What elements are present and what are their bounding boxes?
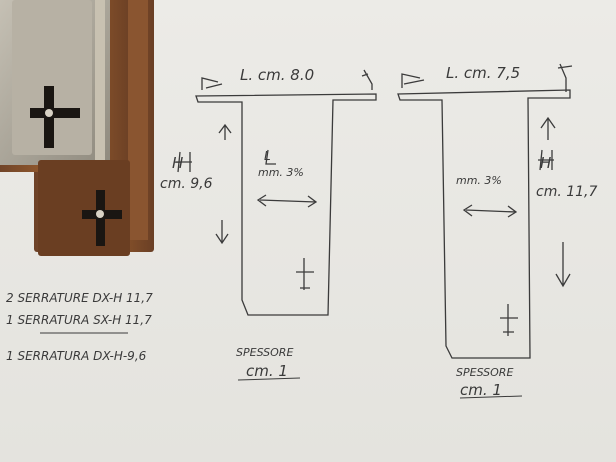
note-line-3: 1 SERRATURA DX-H-9,6 bbox=[6, 349, 147, 363]
left-height-value: cm. 9,6 bbox=[160, 176, 213, 192]
note-line-2: 1 SERRATURA SX-H 11,7 bbox=[6, 313, 152, 327]
key-hole-icon bbox=[82, 190, 122, 246]
right-top-width-label: L. cm. 7,5 bbox=[446, 64, 520, 82]
left-height-h: H bbox=[172, 154, 183, 172]
note-line-1: 2 SERRATURE DX-H 11,7 bbox=[6, 291, 153, 305]
left-t-drawing bbox=[176, 69, 377, 316]
right-thickness-value: cm. 1 bbox=[460, 381, 502, 399]
key-hole-icon bbox=[30, 86, 80, 148]
left-width-value: mm. 3% bbox=[258, 166, 304, 179]
right-thickness-title: SPESSORE bbox=[456, 366, 513, 379]
note-underlines bbox=[40, 332, 523, 399]
left-top-width-label: L. cm. 8.0 bbox=[240, 66, 314, 84]
right-width-value: mm. 3% bbox=[456, 174, 502, 187]
right-t-drawing bbox=[397, 63, 573, 359]
left-thickness-title: SPESSORE bbox=[236, 346, 293, 359]
left-thickness-value: cm. 1 bbox=[246, 362, 288, 380]
left-width-l: L bbox=[264, 149, 271, 163]
lock-plates-photo bbox=[0, 0, 154, 256]
right-height-h: H bbox=[540, 154, 551, 172]
right-height-value: cm. 11,7 bbox=[536, 184, 598, 200]
